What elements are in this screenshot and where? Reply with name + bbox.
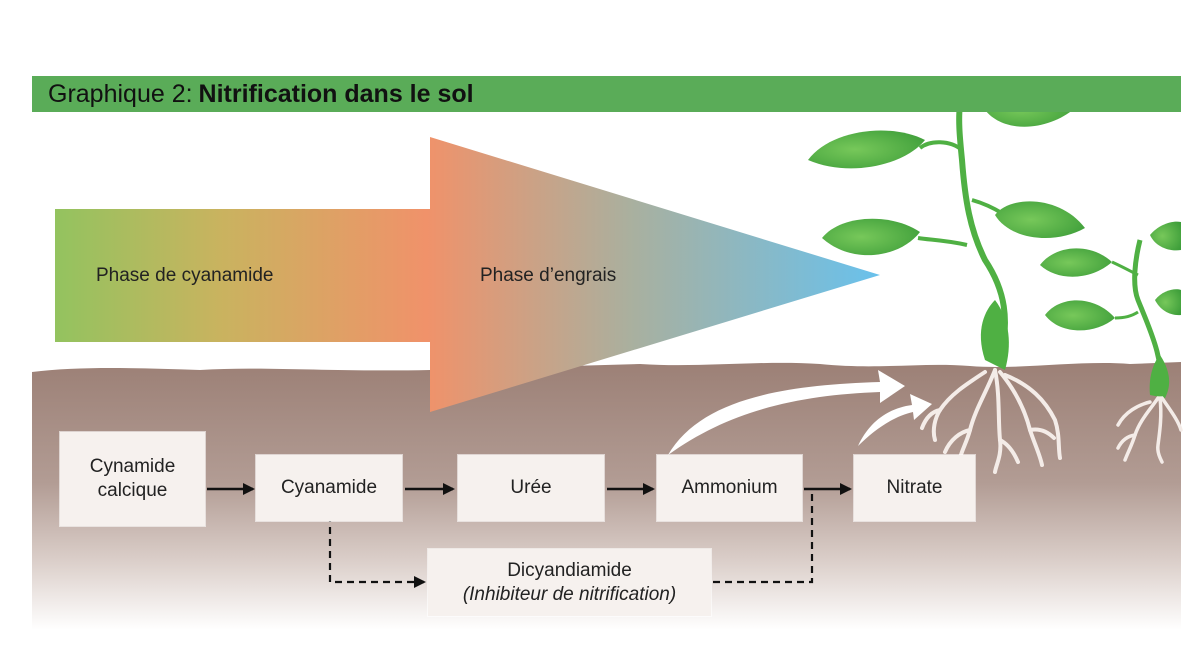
uptake-arrow-small [858,394,932,446]
box-inhibiteur-label: (Inhibiteur de nitrification) [462,583,677,605]
box-cynamide-calcique: Cynamide calcique [60,432,205,526]
box-dicyandiamide: Dicyandiamide (Inhibiteur de nitrificati… [428,549,711,616]
phase-cyanamide-label: Phase de cyanamide [96,265,274,286]
plant-small-icon [1040,221,1183,464]
box-cyanamide-label: Cyanamide [280,477,378,498]
phase-engrais-label: Phase d’engrais [480,265,617,286]
box-nitrate-label: Nitrate [886,477,943,498]
dashed-arrow-in [328,503,426,588]
box-dicyandiamide-label: Dicyandiamide [507,559,632,581]
phase-arrow [55,137,880,412]
box-uree: Urée [458,455,604,521]
box-ammonium: Ammonium [657,455,802,521]
box-ammonium-label: Ammonium [681,477,778,498]
soil-area [32,362,1181,630]
plant-main-icon [808,92,1085,474]
uptake-arrow-large [668,370,905,455]
title-main: Nitrification dans le sol [198,79,474,108]
dashed-line-out [713,491,814,584]
box-uree-label: Urée [510,477,552,498]
title-bar: Graphique 2:Nitrification dans le sol [32,76,1181,112]
box-cynamide-calcique-line1: Cynamide [89,456,176,477]
box-cyanamide: Cyanamide [256,455,402,521]
box-cynamide-calcique-line2: calcique [97,480,168,501]
page-title: Graphique 2:Nitrification dans le sol [48,80,474,109]
box-nitrate: Nitrate [854,455,975,521]
title-prefix: Graphique 2: [48,79,193,108]
